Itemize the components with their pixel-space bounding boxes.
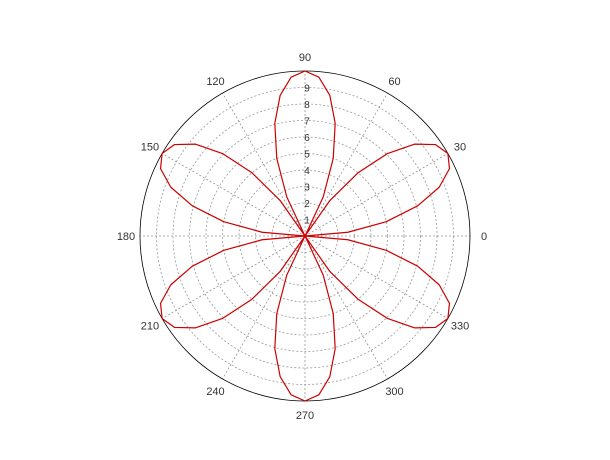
radial-tick-label-8: 8 bbox=[304, 100, 310, 111]
grid-spoke-30 bbox=[304, 153, 449, 237]
grid-spoke-330 bbox=[304, 235, 449, 319]
angle-tick-label-120: 120 bbox=[206, 76, 224, 88]
series-0-curve bbox=[159, 70, 451, 402]
angle-tick-label-270: 270 bbox=[296, 410, 314, 422]
radial-tick-label-1: 1 bbox=[304, 216, 310, 227]
grid-circle-6 bbox=[205, 136, 405, 336]
angle-tick-label-90: 90 bbox=[299, 52, 311, 64]
angle-tick-label-30: 30 bbox=[454, 142, 466, 154]
radial-tick-label-6: 6 bbox=[304, 133, 310, 144]
grid-circle-7 bbox=[189, 120, 421, 352]
angle-tick-label-210: 210 bbox=[141, 321, 159, 333]
grid-spoke-300 bbox=[304, 235, 388, 380]
radial-tick-label-7: 7 bbox=[304, 117, 310, 128]
angle-tick-label-0: 0 bbox=[481, 231, 487, 243]
grid-spoke-120 bbox=[222, 92, 306, 237]
grid-spoke-210 bbox=[161, 235, 306, 319]
radial-tick-label-4: 4 bbox=[304, 166, 310, 177]
grid-circle-5 bbox=[222, 153, 388, 319]
grid-spoke-240 bbox=[222, 235, 306, 380]
angle-tick-label-240: 240 bbox=[206, 386, 224, 398]
angle-tick-label-330: 330 bbox=[451, 321, 469, 333]
angle-tick-label-150: 150 bbox=[141, 142, 159, 154]
angle-tick-label-300: 300 bbox=[385, 386, 403, 398]
grid-spoke-150 bbox=[161, 153, 306, 237]
radial-tick-label-9: 9 bbox=[304, 84, 310, 95]
angle-tick-label-60: 60 bbox=[388, 76, 400, 88]
radial-tick-label-2: 2 bbox=[304, 199, 310, 210]
angle-tick-label-180: 180 bbox=[117, 231, 135, 243]
radial-tick-label-3: 3 bbox=[304, 183, 310, 194]
grid-spoke-60 bbox=[304, 92, 388, 237]
radial-tick-label-5: 5 bbox=[304, 150, 310, 161]
